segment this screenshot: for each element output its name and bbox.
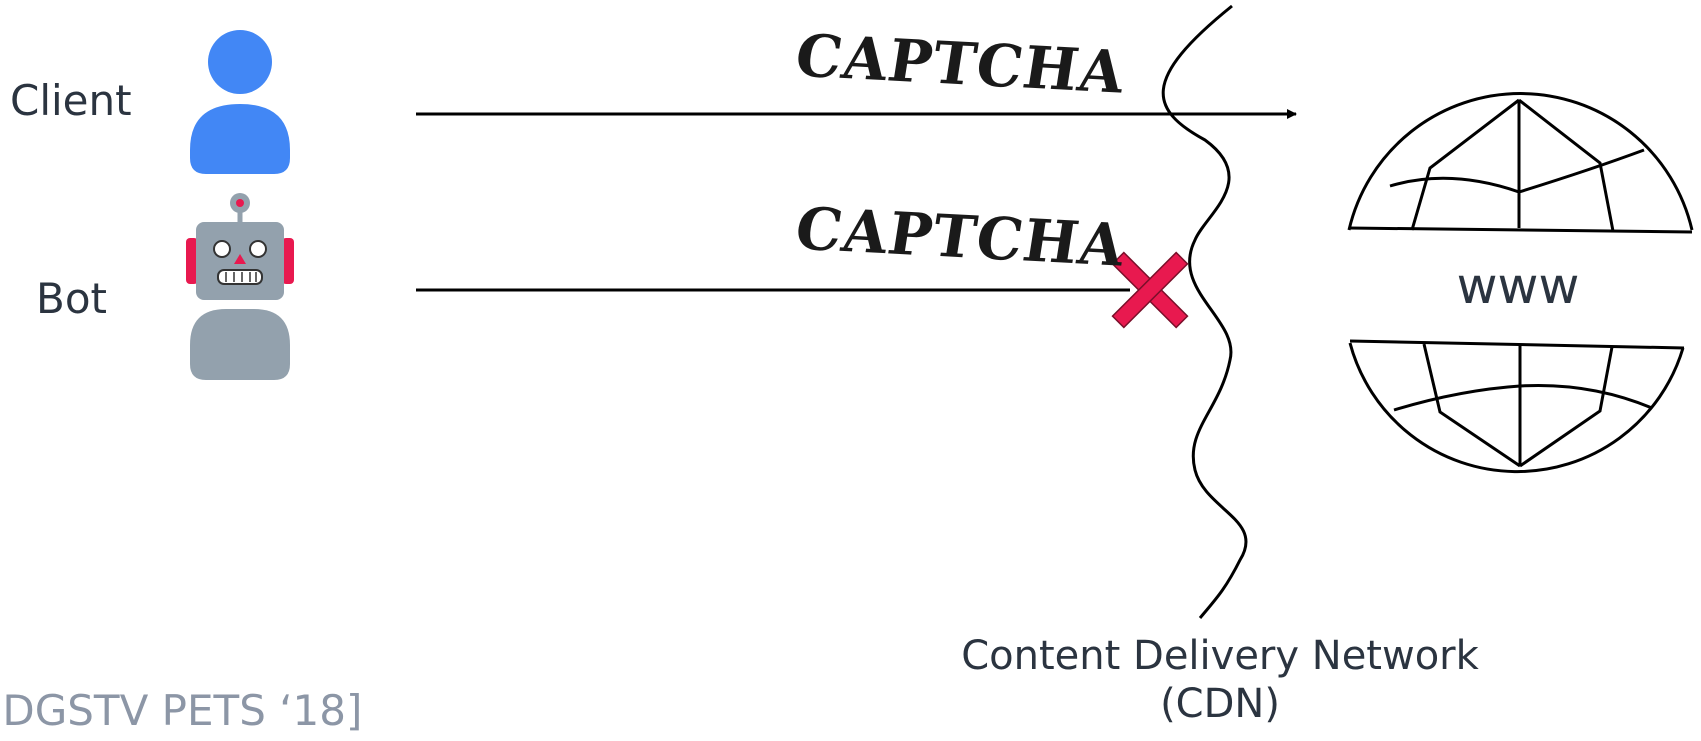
cdn-label: Content Delivery Network (CDN) [900,632,1540,728]
client-label: Client [10,76,132,125]
www-globe-icon [1347,92,1694,474]
cdn-boundary-line [1161,4,1248,619]
citation-label: [DGSTV PETS ‘18] [0,686,363,735]
cdn-label-text: Content Delivery Network (CDN) [961,633,1479,727]
client-person-icon [190,30,290,174]
blocked-cross-icon [1111,251,1189,329]
bot-robot-icon [186,193,294,380]
globe-www-text: www [1457,257,1580,315]
bot-label: Bot [36,274,107,323]
